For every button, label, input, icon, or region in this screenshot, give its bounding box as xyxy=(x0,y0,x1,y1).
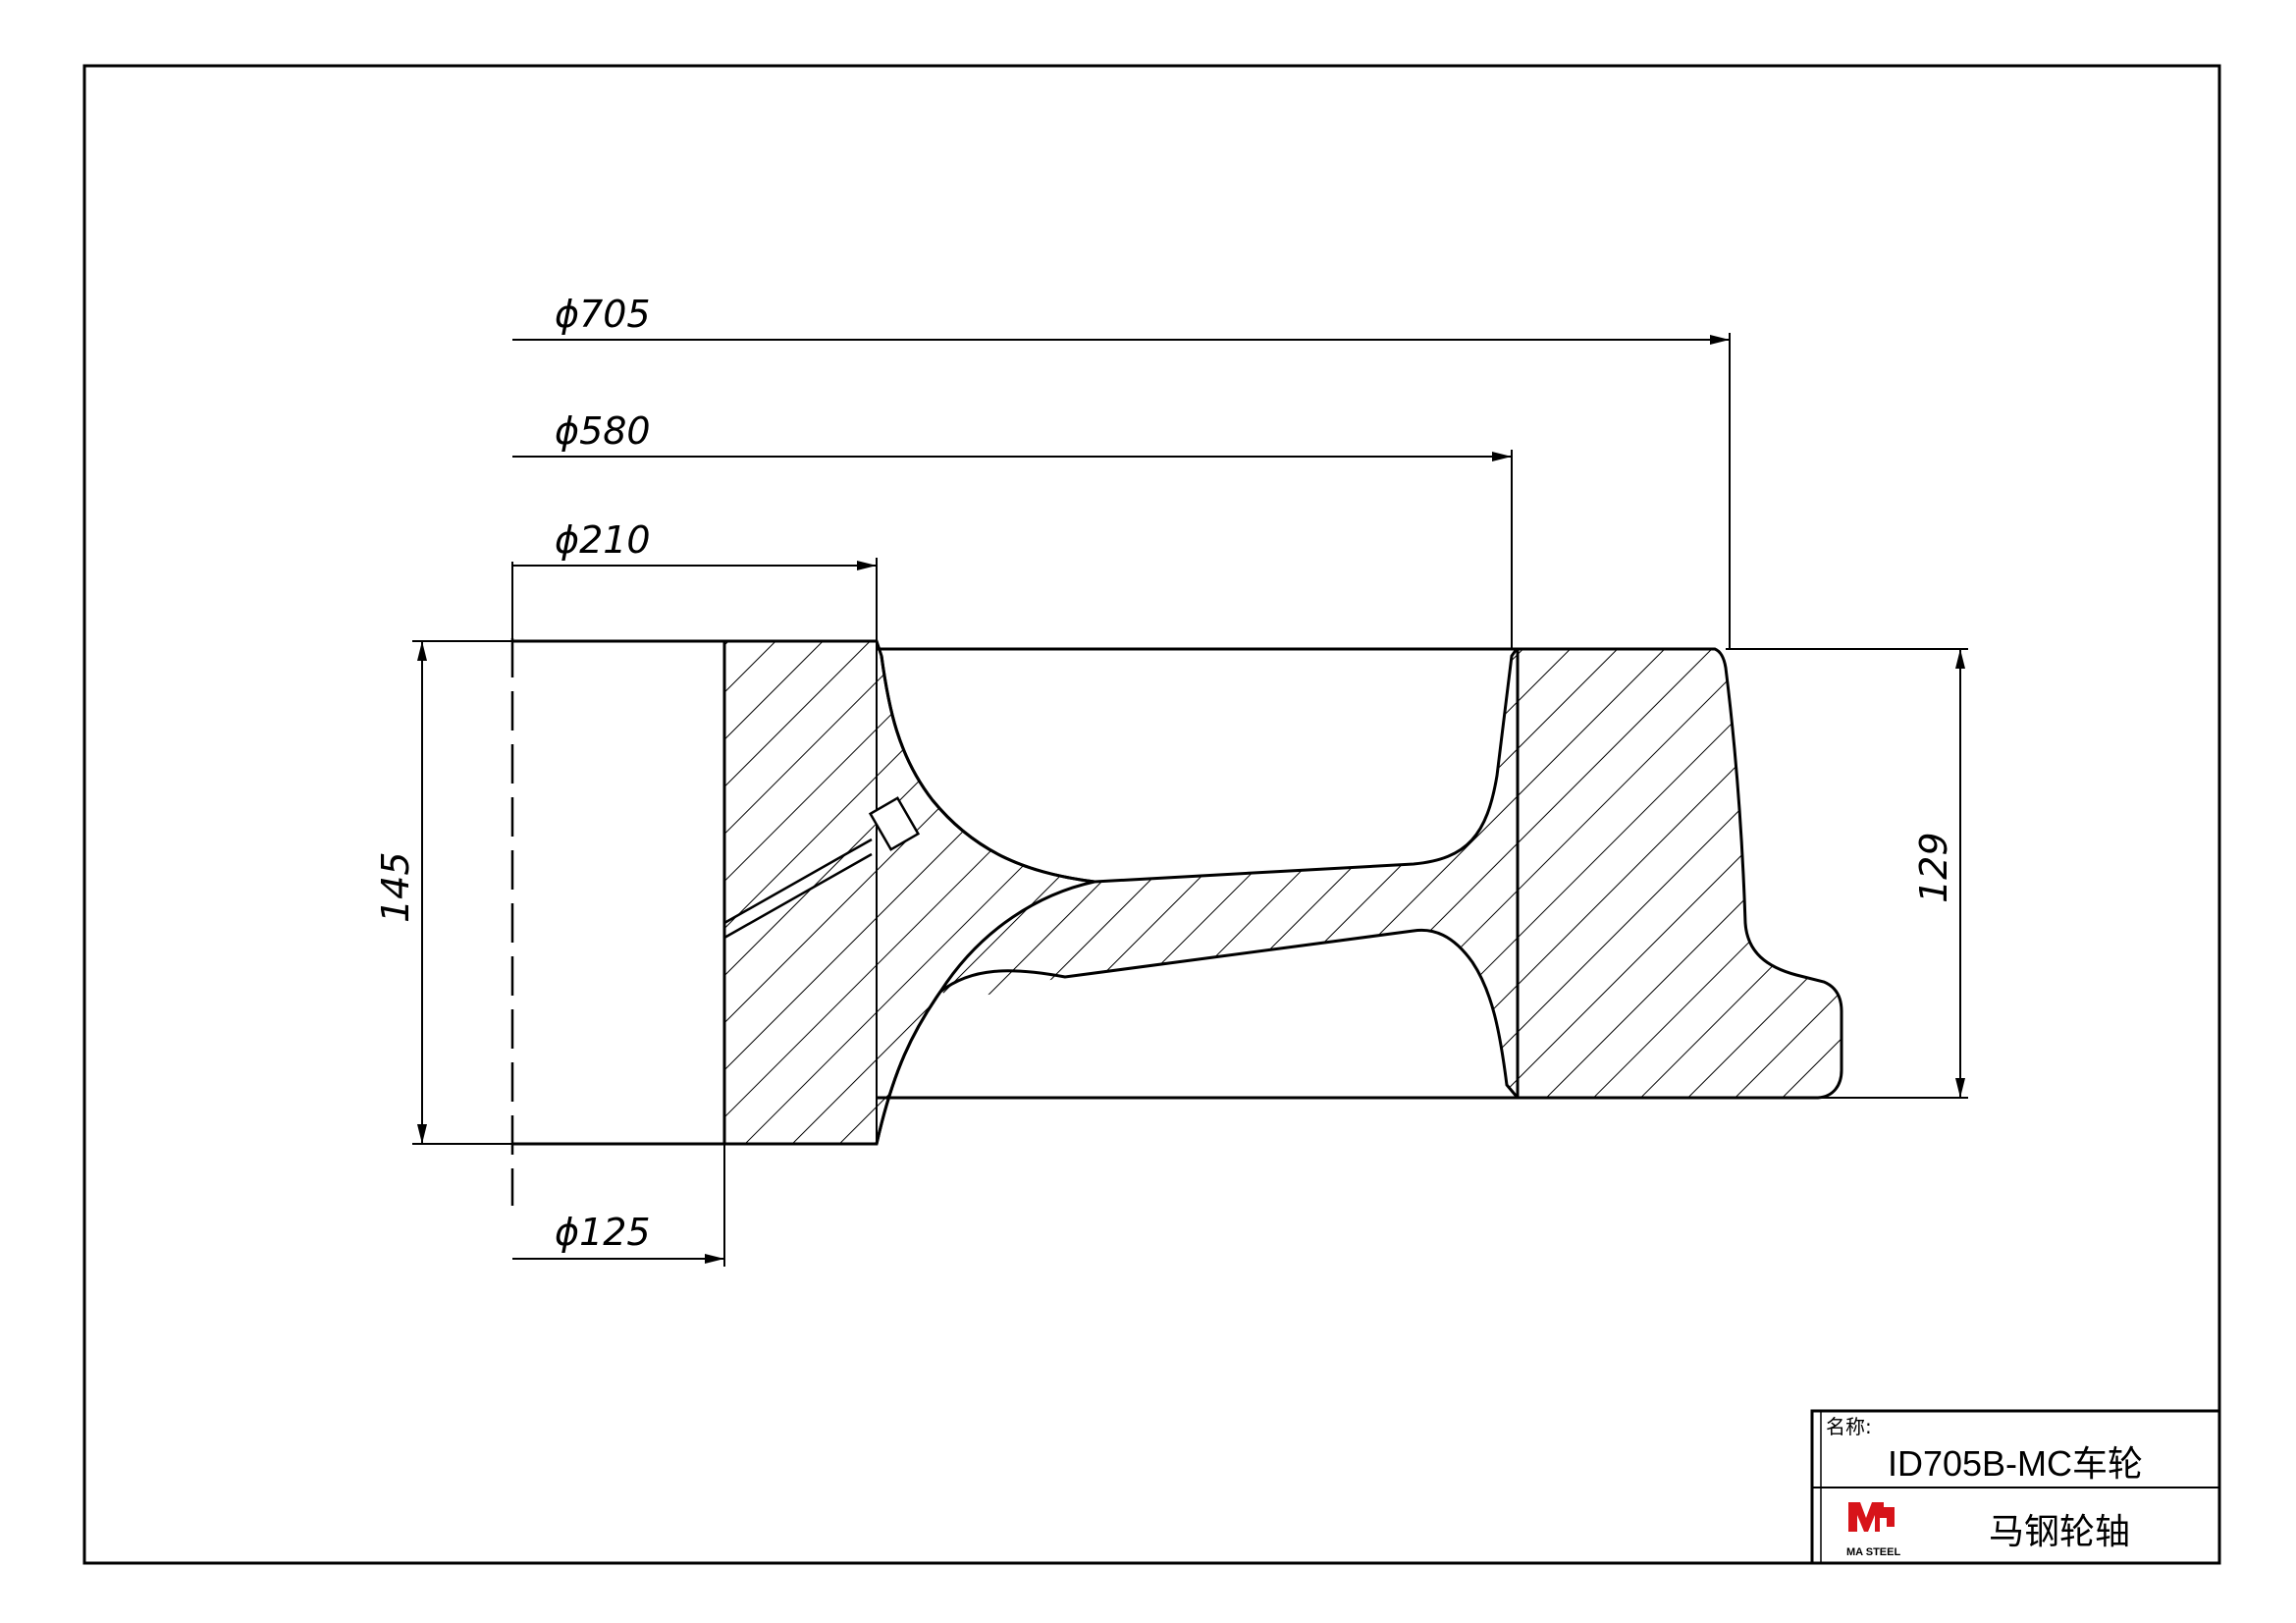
svg-text:MA STEEL: MA STEEL xyxy=(1846,1546,1900,1558)
web-section xyxy=(940,649,1518,1098)
dim-705-label: ϕ705 xyxy=(555,293,651,336)
dim-125-label: ϕ125 xyxy=(555,1211,651,1254)
company-name: 马钢轮轴 xyxy=(1989,1512,2130,1552)
title-block: 名称: ID705B-MC车轮 MA STEEL 马钢轮轴 xyxy=(1810,1409,2221,1565)
oil-hole-plug xyxy=(868,796,921,851)
drawing-border xyxy=(82,64,2221,1565)
rim-section xyxy=(1516,647,1843,1100)
dim-145-label: 145 xyxy=(374,851,417,923)
web-outline-top xyxy=(880,648,1519,884)
web-outline-bottom xyxy=(875,928,1520,1145)
part-name: ID705B-MC车轮 xyxy=(1888,1443,2143,1484)
dim-129-label: 129 xyxy=(1912,832,1955,903)
oil-hole xyxy=(723,838,873,940)
dim-580-label: ϕ580 xyxy=(555,409,651,453)
dim-210-label: ϕ210 xyxy=(555,518,651,562)
name-label: 名称: xyxy=(1826,1415,1872,1438)
ma-steel-logo: MA STEEL xyxy=(1846,1502,1900,1558)
